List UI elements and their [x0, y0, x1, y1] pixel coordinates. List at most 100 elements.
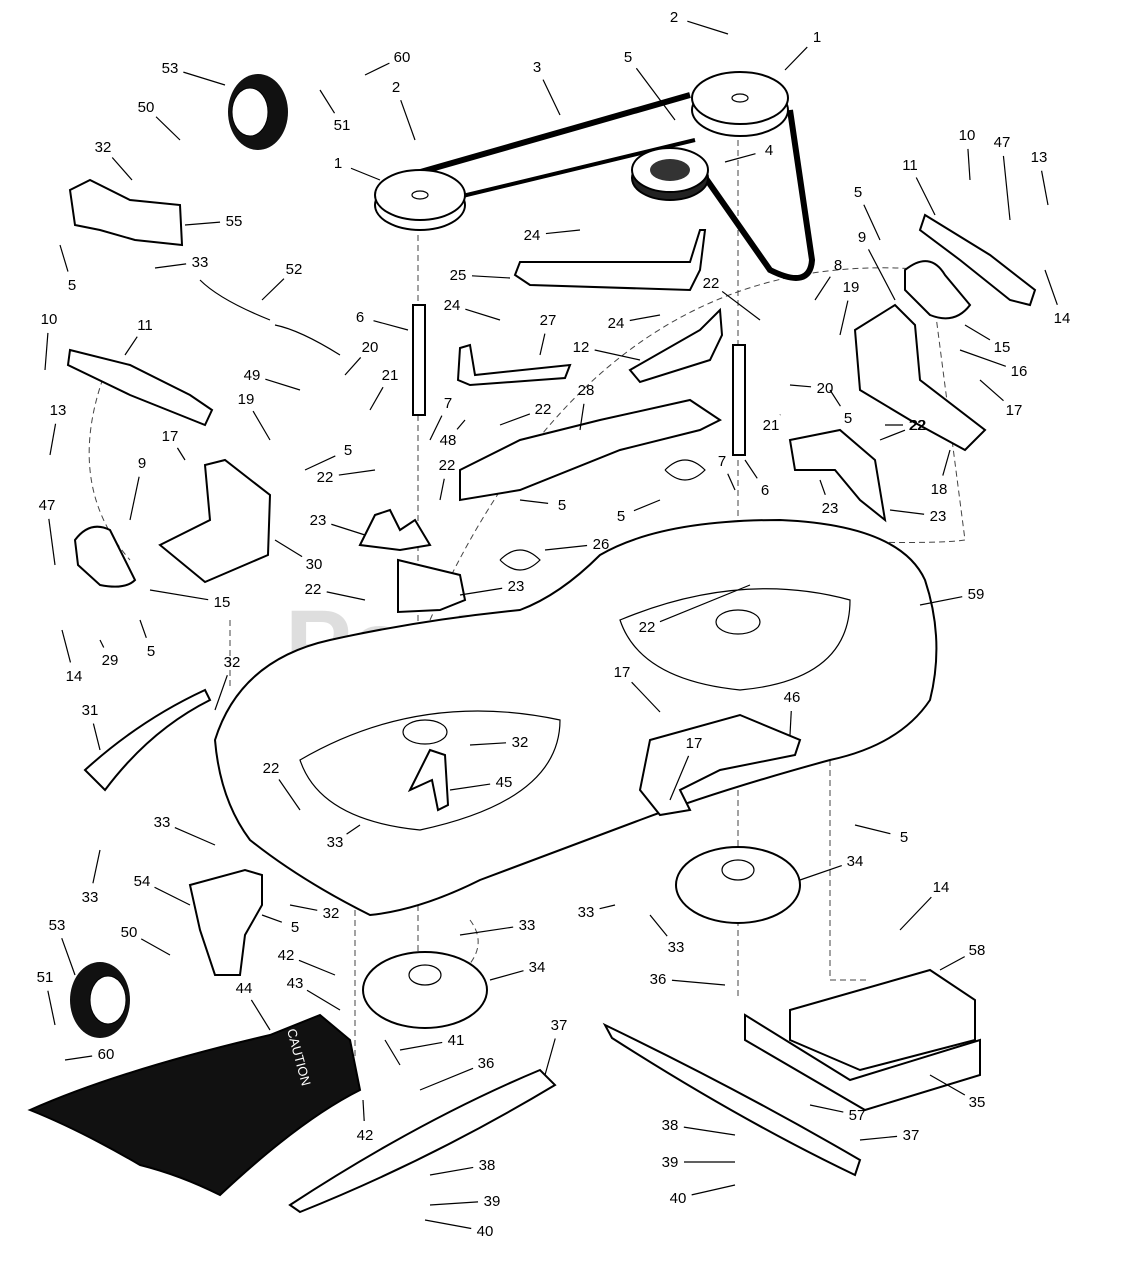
leader-line-c-47-r	[1002, 155, 1011, 221]
callout-c-50-b: 50	[121, 924, 138, 941]
callout-c-41: 41	[448, 1032, 465, 1049]
spring-26-b	[664, 459, 706, 481]
callout-c-5-e: 5	[344, 442, 352, 459]
leader-line-c-52	[261, 278, 285, 301]
arm-11-left	[66, 348, 214, 427]
leader-line-c-2-top	[687, 20, 729, 35]
leader-line-c-55	[184, 221, 221, 226]
callout-c-12: 12	[573, 339, 590, 356]
leader-line-c-33-b	[346, 824, 361, 835]
callout-c-15-l: 15	[214, 594, 231, 611]
leader-line-c-1-top	[784, 46, 808, 71]
callout-c-17-m: 17	[614, 664, 631, 681]
blade-37-left	[288, 1068, 557, 1214]
leader-line-c-6-b	[744, 459, 758, 479]
leader-line-c-7-a	[429, 415, 443, 441]
callout-c-20-a: 20	[362, 339, 379, 356]
leader-line-c-17-l	[176, 447, 186, 461]
callout-c-28: 28	[578, 382, 595, 399]
bracket-58	[789, 968, 976, 1072]
callout-c-36-b: 36	[478, 1055, 495, 1072]
leader-line-c-44	[250, 999, 271, 1031]
leader-line-c-19-l	[252, 410, 271, 441]
callout-c-57: 57	[849, 1107, 866, 1124]
leader-line-c-43	[306, 989, 341, 1011]
leader-line-c-22-i	[278, 779, 301, 811]
leader-line-c-53-top	[183, 71, 226, 86]
callout-c-22-c: 22	[909, 417, 926, 434]
callout-c-11-l: 11	[137, 317, 153, 334]
callout-c-51-b: 51	[37, 969, 54, 986]
wheel-bracket-54	[188, 868, 263, 976]
callout-c-2-mid: 2	[392, 79, 400, 96]
leader-line-c-15-l	[149, 589, 209, 601]
callout-c-30: 30	[306, 556, 323, 573]
callout-c-19-r: 19	[843, 279, 860, 296]
belt-guard-15-right	[904, 260, 972, 320]
leader-line-c-1-left	[350, 167, 381, 181]
leader-line-c-27	[539, 333, 546, 356]
baffle-23-center	[397, 558, 467, 614]
spring-52	[199, 279, 341, 356]
callout-c-35: 35	[969, 1094, 986, 1111]
leader-line-c-40-b	[424, 1219, 472, 1230]
leader-line-c-50-b	[140, 938, 171, 956]
callout-c-5-a: 5	[624, 49, 632, 66]
leader-line-c-5-e	[304, 455, 336, 471]
callout-c-5-b: 5	[68, 277, 76, 294]
callout-c-4: 4	[765, 142, 773, 159]
callout-c-27: 27	[540, 312, 557, 329]
leader-line-c-34-a	[799, 865, 842, 881]
callout-c-5-h: 5	[147, 643, 155, 660]
callout-c-31: 31	[82, 702, 99, 719]
leader-line-c-50-top	[155, 116, 181, 141]
callout-c-14-m: 14	[933, 879, 950, 896]
leader-line-c-28	[579, 403, 585, 431]
callout-c-5-i: 5	[900, 829, 908, 846]
leader-line-c-32-b	[214, 674, 228, 711]
callout-c-37-a: 37	[551, 1017, 568, 1034]
leader-line-c-13-r	[1040, 170, 1049, 206]
leader-line-c-4	[724, 153, 756, 163]
callout-c-46: 46	[784, 689, 801, 706]
leader-line-c-16	[959, 349, 1007, 367]
callout-c-23-b: 23	[822, 500, 839, 517]
leader-line-c-15-r	[964, 324, 991, 341]
callout-c-40-b: 40	[477, 1223, 494, 1240]
callout-c-33-g: 33	[668, 939, 685, 956]
leader-line-c-20-a	[344, 357, 362, 376]
leader-line-c-58	[939, 956, 965, 971]
leader-line-c-48	[456, 419, 466, 430]
callout-c-45: 45	[496, 774, 513, 791]
leader-line-c-33-g	[649, 914, 668, 937]
callout-c-22-b: 22	[535, 401, 552, 418]
callout-c-33-a: 33	[192, 254, 209, 271]
leader-line-c-5-c	[863, 204, 881, 241]
callout-c-36-a: 36	[650, 971, 667, 988]
leader-line-c-33-f	[599, 904, 616, 910]
arm-11-right	[918, 213, 1037, 307]
leader-line-c-36-a	[671, 979, 726, 986]
leader-line-c-22-f	[879, 429, 906, 441]
callout-c-21-a: 21	[382, 367, 399, 384]
belt-guard-15-left	[73, 525, 137, 588]
bracket-18	[853, 303, 987, 452]
callout-c-32-c: 32	[512, 734, 529, 751]
callout-c-50-top: 50	[138, 99, 155, 116]
idler-bracket-25	[513, 229, 707, 292]
callout-c-47-r: 47	[994, 134, 1011, 151]
spindle-shaft-left	[412, 304, 426, 416]
callout-c-32-d: 32	[323, 905, 340, 922]
leader-line-c-9-r	[867, 249, 896, 301]
callout-c-6-b: 6	[761, 482, 769, 499]
left-spindle-opening	[402, 719, 448, 745]
leader-line-c-17-m	[631, 681, 661, 713]
callout-c-29: 29	[102, 652, 119, 669]
callout-c-59: 59	[968, 586, 985, 603]
leader-line-c-11-r	[915, 177, 936, 216]
callout-c-22-e: 22	[317, 469, 334, 486]
leader-line-c-18	[942, 449, 951, 476]
callout-c-18: 18	[931, 481, 948, 498]
